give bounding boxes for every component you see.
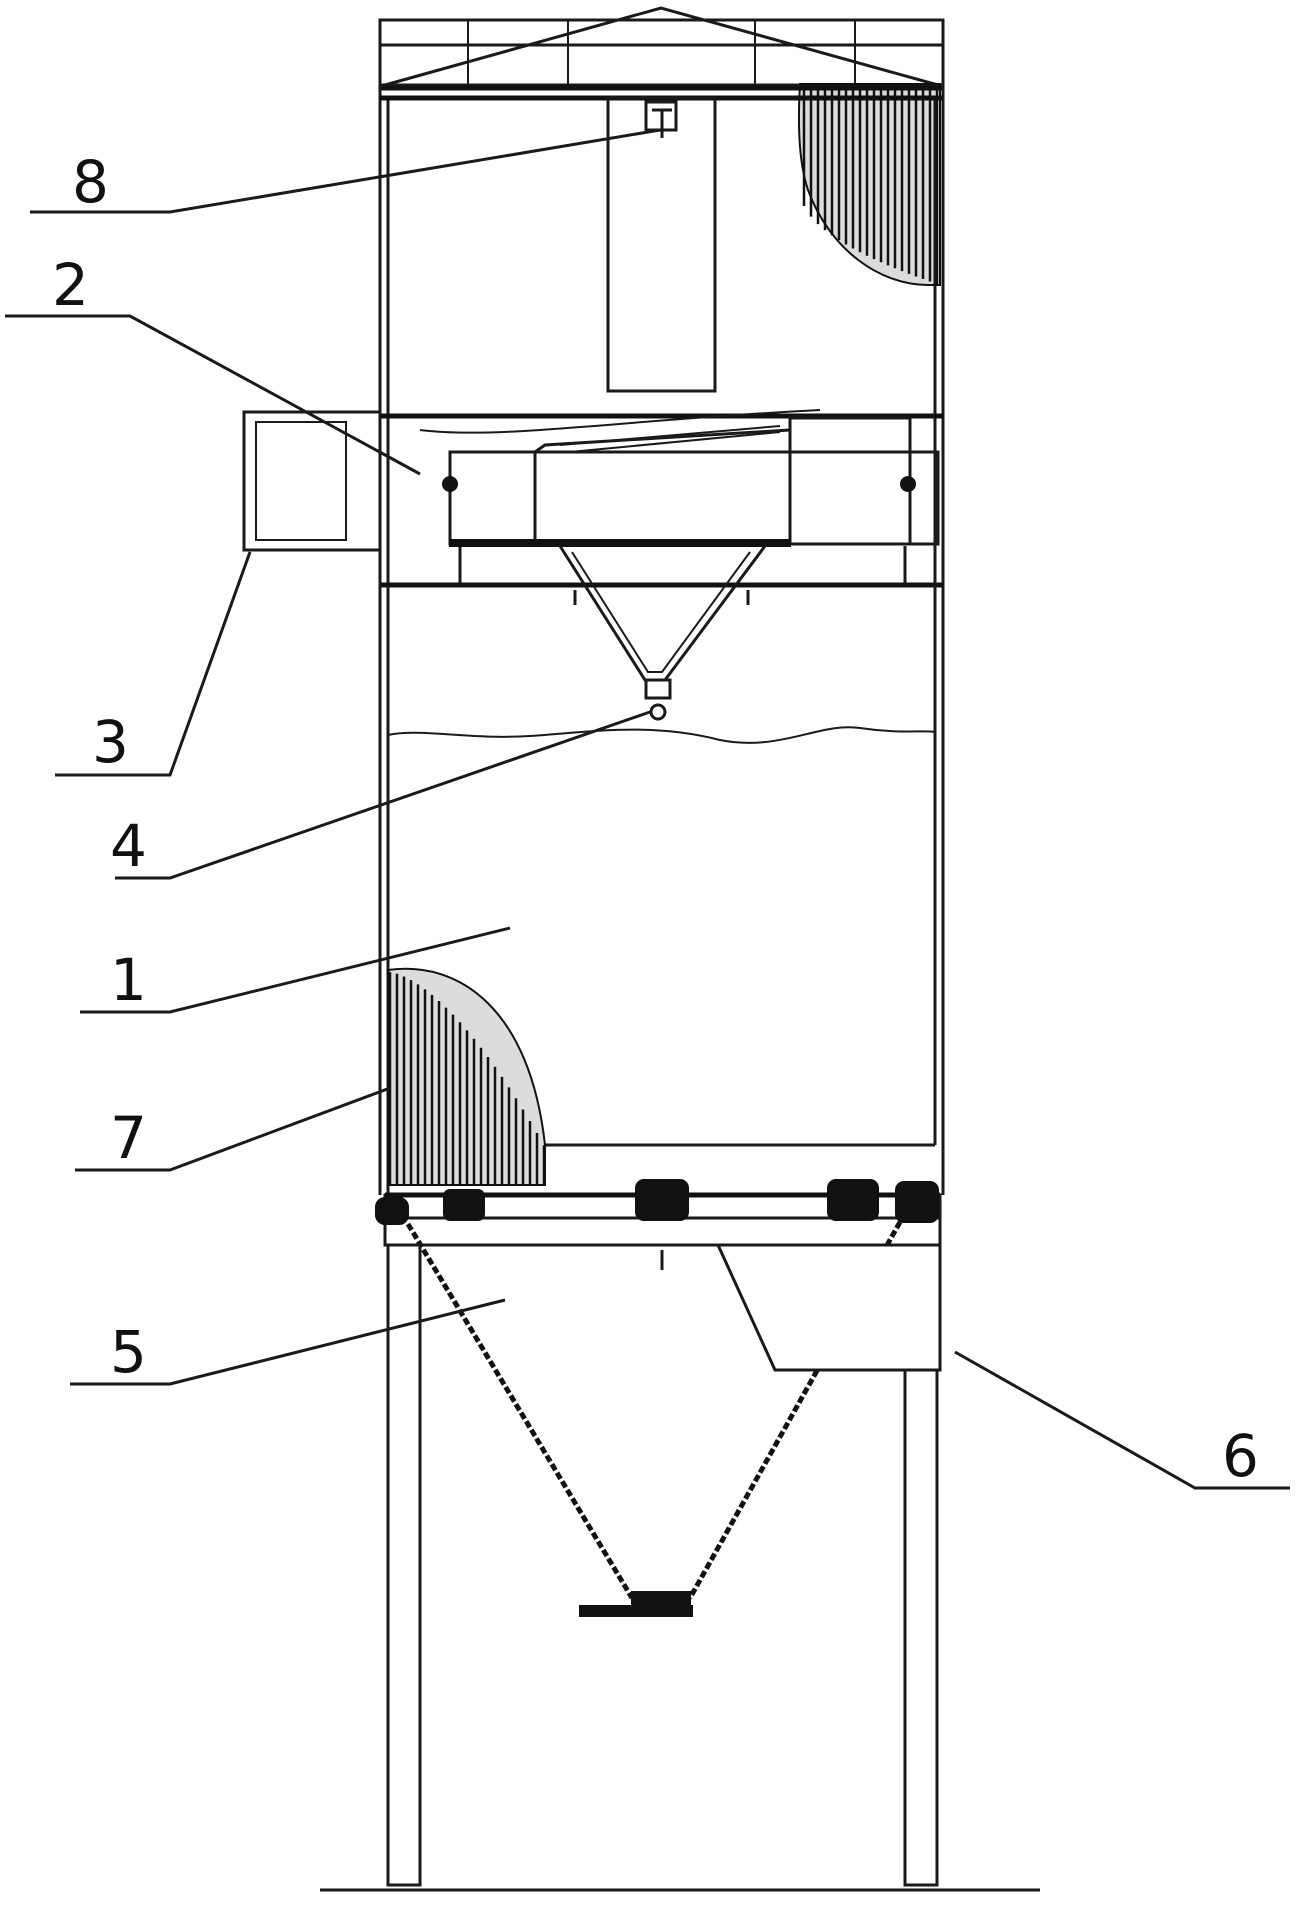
base-plate bbox=[375, 1179, 942, 1270]
label-2: 2 bbox=[52, 251, 89, 319]
callout-leaders bbox=[5, 128, 1290, 1490]
label-4: 4 bbox=[110, 812, 147, 880]
support-legs bbox=[320, 1243, 1040, 1892]
roof-cap bbox=[378, 6, 945, 91]
upper-filter-bank bbox=[797, 83, 941, 286]
central-duct bbox=[606, 96, 717, 393]
label-1: 1 bbox=[110, 946, 147, 1014]
lower-filter-bank-7 bbox=[387, 967, 546, 1186]
cleaning-assembly-2 bbox=[380, 409, 943, 588]
outlet-chute-6 bbox=[715, 1243, 942, 1372]
label-3: 3 bbox=[92, 708, 129, 776]
label-8: 8 bbox=[72, 148, 109, 216]
small-hopper-4 bbox=[558, 545, 767, 721]
top-valve-8 bbox=[644, 100, 678, 138]
label-6: 6 bbox=[1222, 1422, 1259, 1490]
side-inlet-3 bbox=[242, 410, 382, 552]
label-7: 7 bbox=[110, 1104, 147, 1172]
callout-labels: 8 2 3 4 1 7 5 6 bbox=[52, 148, 1259, 1490]
label-5: 5 bbox=[110, 1318, 147, 1386]
